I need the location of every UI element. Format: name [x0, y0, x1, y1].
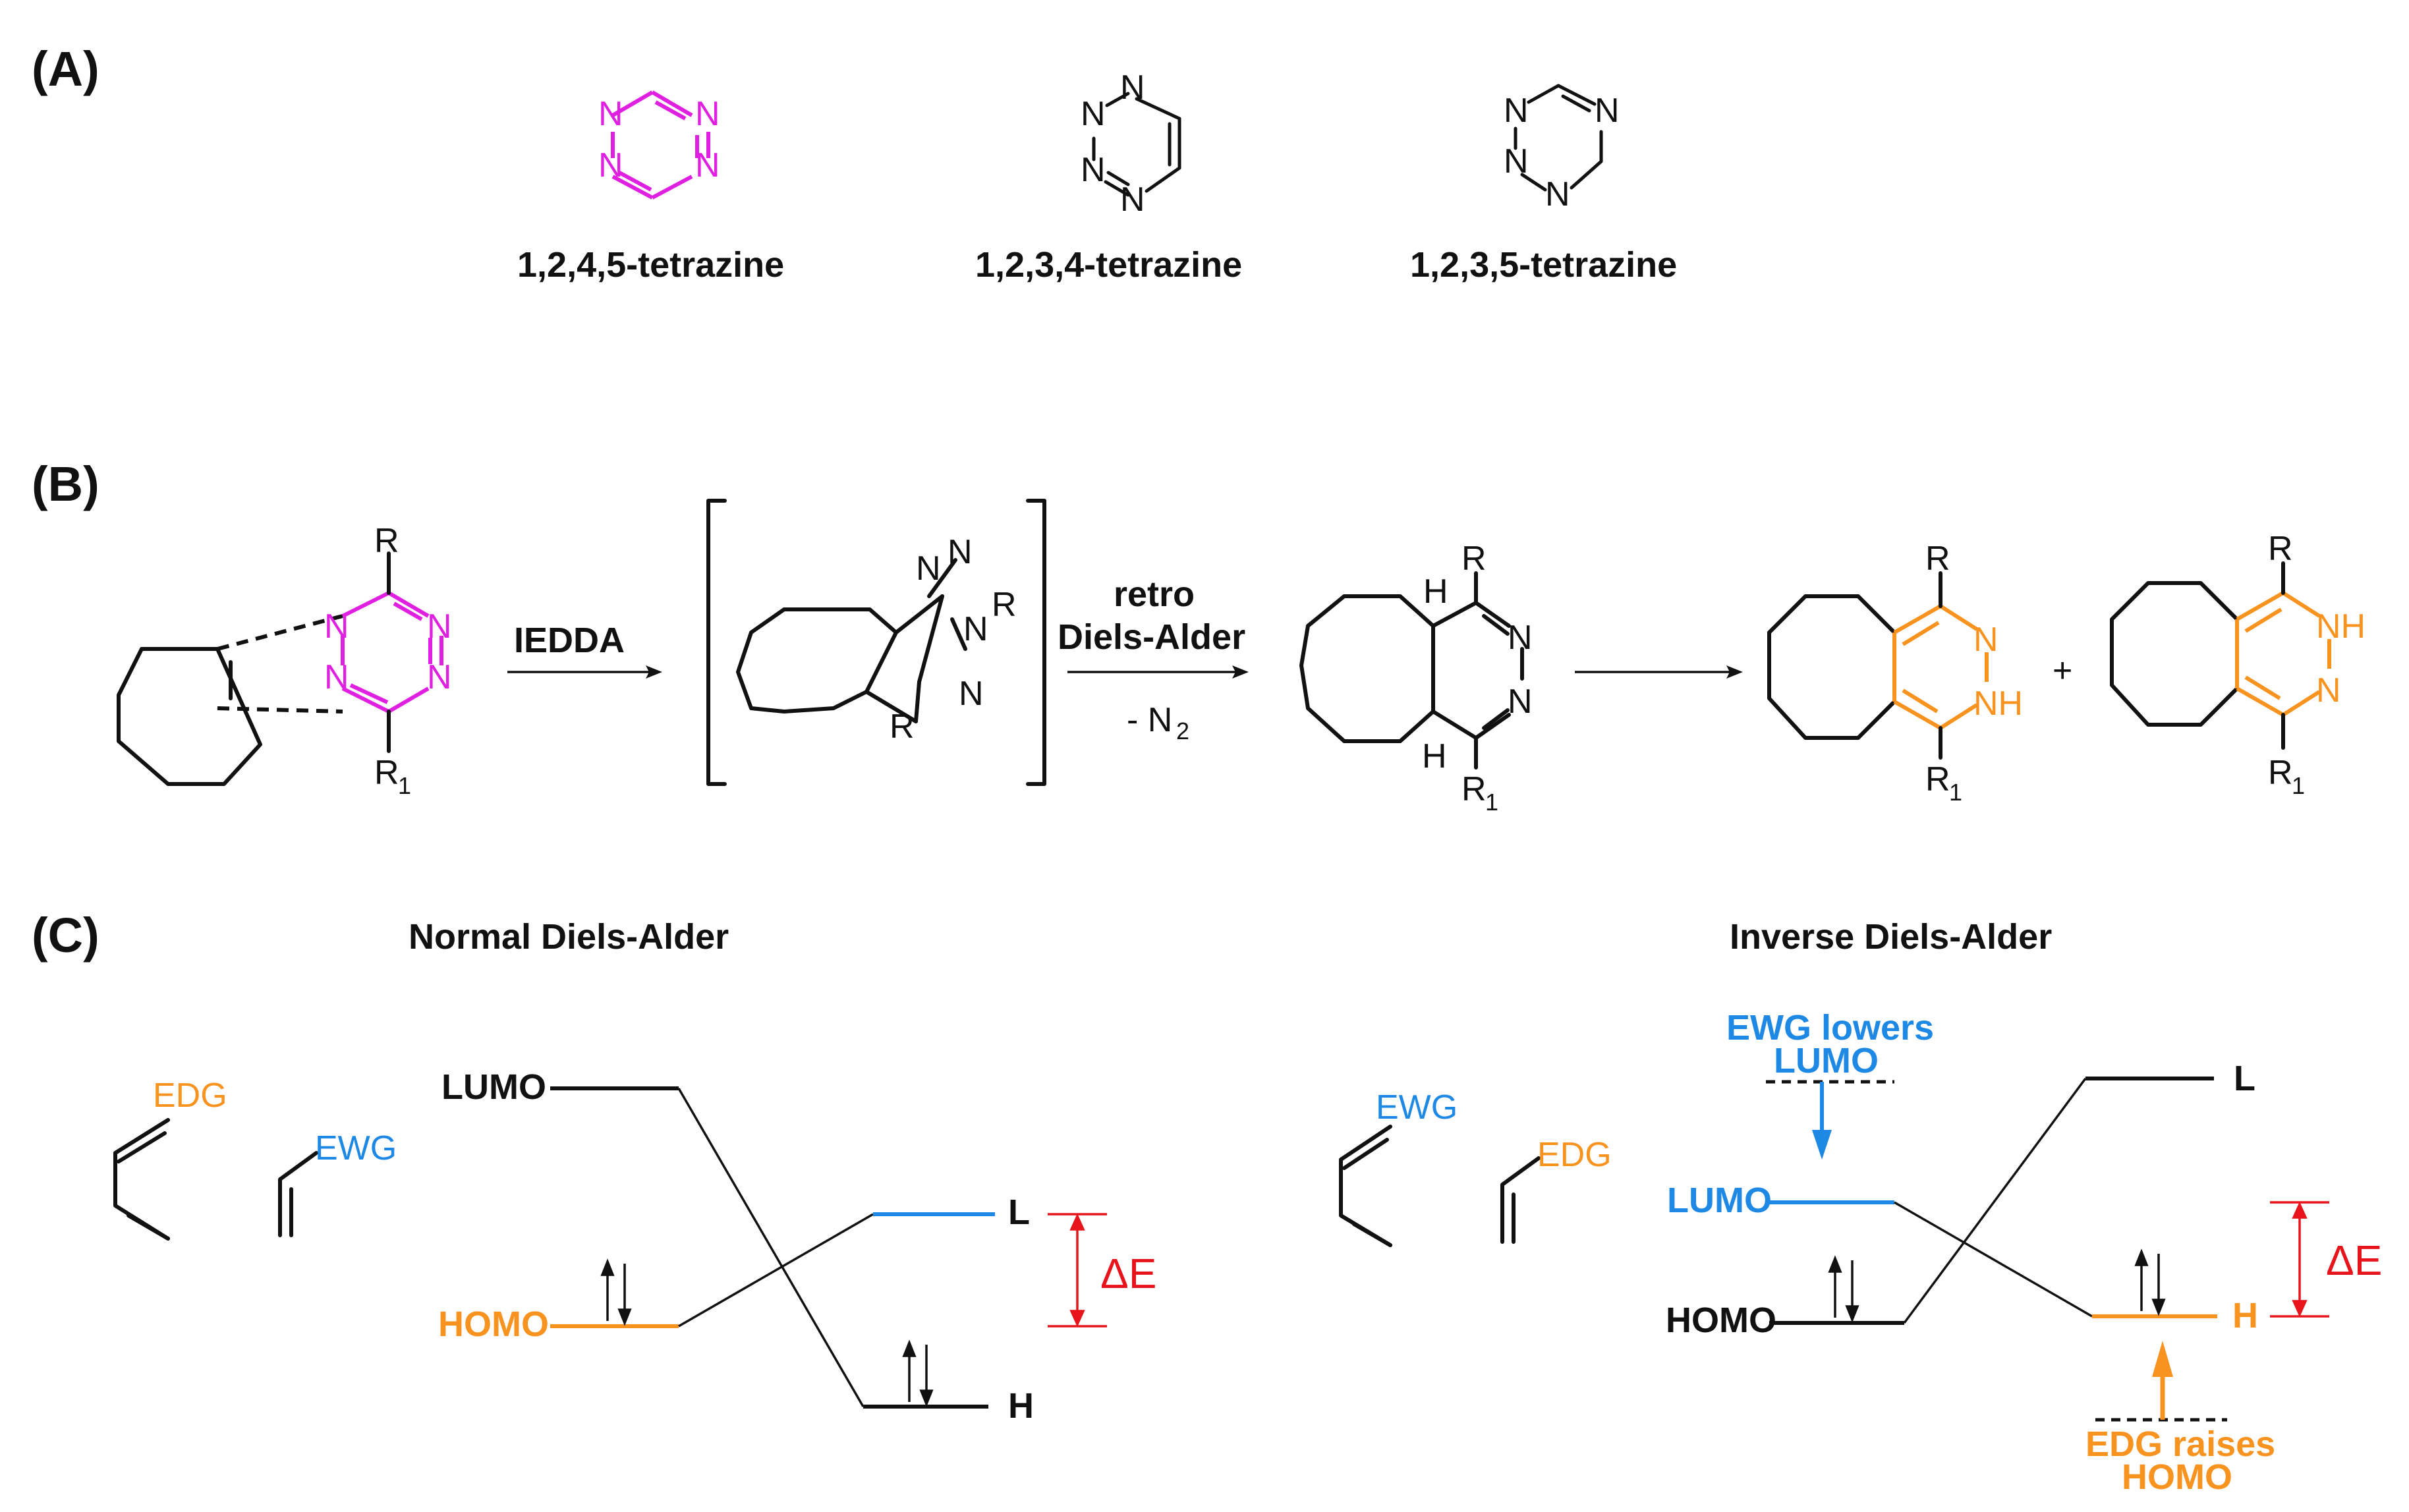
- atom-nh: NH: [1973, 685, 2023, 723]
- panel-label-a: (A): [32, 42, 99, 96]
- atom-n: N: [324, 607, 349, 646]
- iedda-arrow: IEDDA: [507, 621, 662, 679]
- atom-h: H: [1423, 573, 1448, 611]
- atom-n: N: [427, 658, 452, 696]
- atom-n: N: [1120, 181, 1145, 219]
- ewg-lowers-label-2: LUMO: [1774, 1041, 1879, 1080]
- inverse-diene-ewg: EWG: [1339, 1088, 1458, 1247]
- atom-n: N: [1504, 142, 1529, 181]
- atom-r: R: [2268, 530, 2293, 568]
- atom-n: N: [598, 95, 623, 133]
- panel-label-b: (B): [32, 457, 99, 511]
- atom-r: R: [1925, 540, 1950, 578]
- ewg-label: EWG: [1376, 1088, 1458, 1127]
- iedda-label: IEDDA: [514, 621, 625, 660]
- atom-r: R: [374, 522, 399, 560]
- tetrazine-1245: N N N N 1,2,4,5-tetrazine: [517, 90, 784, 285]
- edg-label: EDG: [153, 1077, 227, 1115]
- atom-r: R: [1461, 540, 1487, 578]
- atom-n: N: [598, 146, 623, 184]
- reactant-cyclooctene-tetrazine: N N N N R R 1: [117, 522, 452, 799]
- atom-n: N: [959, 675, 984, 713]
- tetrazine-1234: N N N N 1,2,3,4-tetrazine: [975, 69, 1242, 285]
- atom-n: N: [916, 549, 941, 588]
- atom-n: N: [695, 146, 720, 184]
- inverse-mo-diagram: EWG lowers LUMO LUMO HOMO L H EDG raises…: [1666, 1008, 2382, 1497]
- normal-l-label: L: [1008, 1192, 1030, 1232]
- normal-diene-edg: EDG: [113, 1077, 227, 1241]
- atom-n: N: [1504, 92, 1529, 130]
- retro-label-2: Diels-Alder: [1058, 617, 1245, 657]
- atom-n: N: [427, 607, 452, 646]
- tetrazine-label-1245: 1,2,4,5-tetrazine: [517, 245, 784, 285]
- subscript-1: 1: [398, 772, 411, 799]
- subscript-1: 1: [2292, 772, 2305, 799]
- atom-r1: R: [374, 754, 399, 792]
- inverse-homo-label: HOMO: [1666, 1301, 1776, 1340]
- atom-n: N: [1545, 175, 1570, 213]
- tetrazine-label-1234: 1,2,3,4-tetrazine: [975, 245, 1242, 285]
- edg-label: EDG: [1537, 1136, 1612, 1174]
- atom-n: N: [1508, 683, 1533, 721]
- edg-raises-label-1: EDG raises: [2085, 1424, 2275, 1464]
- atom-n: N: [1508, 619, 1533, 657]
- inverse-l-label: L: [2234, 1059, 2255, 1098]
- ewg-label: EWG: [315, 1129, 397, 1167]
- inverse-dienophile-edg: EDG: [1500, 1136, 1612, 1244]
- ewg-lowers-label-1: EWG lowers: [1726, 1008, 1934, 1048]
- minus-n2-label: - N: [1127, 701, 1172, 739]
- atom-r: R: [992, 586, 1017, 624]
- panel-label-c: (C): [32, 908, 99, 963]
- electron-pair-homo: [1828, 1255, 1859, 1323]
- atom-n: N: [2316, 671, 2341, 710]
- tautomer-arrowhead: [1726, 665, 1743, 679]
- atom-r1: R: [1461, 770, 1487, 808]
- atom-r1: R: [2268, 754, 2293, 792]
- atom-n: N: [1081, 95, 1106, 133]
- atom-r: R: [890, 708, 915, 746]
- atom-nh: NH: [2316, 607, 2366, 646]
- bicyclic-intermediate: N N N N R R: [706, 499, 1046, 786]
- pyridazine-product-2: NH N R R 1: [2110, 530, 2366, 799]
- inverse-delta-e-label: ΔE: [2326, 1237, 2382, 1284]
- atom-n: N: [1595, 92, 1620, 130]
- inverse-h-label: H: [2232, 1296, 2258, 1335]
- electron-pair-h: [902, 1339, 934, 1407]
- pyridazine-product-1: N NH R R 1: [1767, 540, 2023, 806]
- tetrazine-label-1235: 1,2,3,5-tetrazine: [1410, 245, 1677, 285]
- normal-delta-e-label: ΔE: [1100, 1250, 1156, 1297]
- atom-h: H: [1422, 737, 1447, 775]
- electron-pair-homo: [600, 1258, 632, 1326]
- subscript-1: 1: [1949, 779, 1962, 806]
- atom-n: N: [695, 95, 720, 133]
- retro-da-arrow: retro Diels-Alder - N 2: [1058, 574, 1249, 744]
- normal-h-label: H: [1008, 1386, 1034, 1426]
- subscript-1: 1: [1485, 789, 1498, 816]
- normal-mo-diagram: LUMO HOMO L H ΔE: [438, 1067, 1156, 1426]
- normal-homo-label: HOMO: [438, 1304, 549, 1344]
- inverse-lumo-label: LUMO: [1667, 1181, 1772, 1220]
- subscript-2: 2: [1176, 717, 1189, 744]
- inverse-da-title: Inverse Diels-Alder: [1730, 917, 2052, 957]
- atom-n: N: [1081, 151, 1106, 189]
- tetrazine-1235: N N N N 1,2,3,5-tetrazine: [1410, 84, 1677, 285]
- electron-pair-h: [2134, 1248, 2166, 1316]
- atom-n: N: [1973, 621, 1998, 659]
- normal-delta-e-bracket: [1048, 1213, 1107, 1328]
- normal-dienophile-ewg: EWG: [278, 1129, 397, 1237]
- atom-n: N: [948, 533, 973, 571]
- normal-lumo-label: LUMO: [441, 1067, 546, 1107]
- dihydropyridazine-product: H H N N R R 1: [1299, 540, 1533, 816]
- atom-r1: R: [1925, 760, 1950, 798]
- edg-raises-label-2: HOMO: [2122, 1457, 2232, 1497]
- normal-da-title: Normal Diels-Alder: [409, 917, 729, 957]
- retro-label-1: retro: [1114, 574, 1195, 614]
- inverse-delta-e-bracket: [2270, 1201, 2329, 1318]
- atom-n: N: [324, 658, 349, 696]
- plus-sign: +: [2053, 652, 2072, 690]
- atom-n: N: [1120, 69, 1145, 107]
- atom-n: N: [963, 610, 988, 648]
